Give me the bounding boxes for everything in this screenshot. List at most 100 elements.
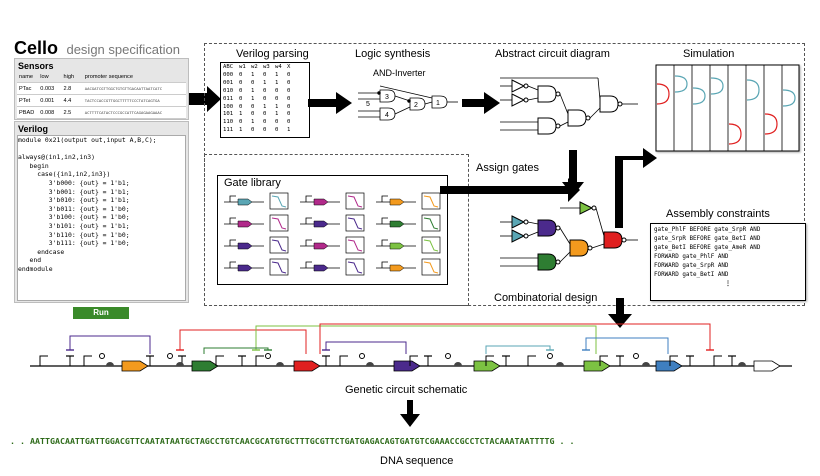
truth-table-cell: X xyxy=(287,64,291,70)
truth-table-cell: 1 xyxy=(275,103,279,110)
gate-library-title: Gate library xyxy=(224,177,281,189)
sensors-row[interactable]: PBAD 0.008 2.5 ACTTTTCATACTCCCGCCATTCAGAGAA… xyxy=(17,107,186,119)
dna-sequence: . . AATTGACAATTGATTGGACGTTCAATATAATGCTAG… xyxy=(10,436,575,446)
promoter xyxy=(39,355,48,366)
truth-table-cell: 1 xyxy=(275,111,279,118)
truth-table-cell: 0 xyxy=(263,95,267,102)
cello-title: Cello design specification xyxy=(14,38,180,59)
truth-table-cell: 0 xyxy=(263,111,267,118)
verilog-parsing-title: Verilog parsing xyxy=(236,48,309,60)
gate-library-entry xyxy=(224,236,289,254)
constraint-line: FORWARD gate_SrpR AND xyxy=(654,263,729,269)
promoter xyxy=(215,355,224,366)
schematic-label: Genetic circuit schematic xyxy=(345,384,468,396)
truth-table-cell: 0 xyxy=(239,119,243,126)
constraint-line: FORWARD gate_PhlF AND xyxy=(654,254,729,260)
rbs xyxy=(276,362,284,366)
sensors-cell: 2.5 xyxy=(63,109,72,116)
constraint-line: gate_PhlF BEFORE gate_SrpR AND xyxy=(654,227,761,233)
arrow-assign-gates xyxy=(440,178,580,202)
logic-synthesis-subtitle: AND-Inverter xyxy=(373,68,426,78)
code-line: 3'b111: {out} = 1'b0; xyxy=(18,239,130,248)
cds-gene xyxy=(191,360,219,372)
app-title: Cello xyxy=(14,38,59,58)
insulator xyxy=(633,353,639,359)
gate-library-entry xyxy=(376,236,441,254)
truth-table-cell: 001 xyxy=(223,79,234,86)
code-line: 3'b110: {out} = 1'b0; xyxy=(18,230,130,239)
verilog-editor[interactable]: module 0x21(output out,input A,B,C); alw… xyxy=(17,135,186,301)
truth-table-cell: 111 xyxy=(223,127,234,134)
truth-table-cell: 0 xyxy=(251,111,255,118)
regulation-line xyxy=(585,337,669,354)
truth-table-cell: 1 xyxy=(251,87,255,94)
sensors-cell: PTet xyxy=(19,97,31,104)
truth-table-cell: 0 xyxy=(287,71,291,78)
gate-num-3: 3 xyxy=(385,94,389,101)
sensors-column-header: low xyxy=(40,74,49,80)
truth-table-cell: 1 xyxy=(239,111,243,118)
gate-num-2: 2 xyxy=(414,102,418,109)
truth-table-cell: 000 xyxy=(223,71,234,78)
sensors-cell: TACTCCACCGTTGGCTTTTTCCCTATCAGTGA xyxy=(84,98,160,103)
code-line: 3'b001: {out} = 1'b1; xyxy=(18,187,130,196)
truth-table-cell: w2 xyxy=(251,64,258,70)
truth-table-cell: w1 xyxy=(239,64,246,70)
rbs xyxy=(366,362,374,366)
gate-library-entry xyxy=(376,192,441,210)
promoter xyxy=(409,355,418,366)
insulator xyxy=(445,353,451,359)
truth-table-cell: 0 xyxy=(239,95,243,102)
arrow-down-assign xyxy=(562,150,584,196)
gate-library-entry xyxy=(300,214,365,232)
dna-label: DNA sequence xyxy=(380,455,454,467)
cds-gene xyxy=(393,360,421,372)
sensors-cell: 2.8 xyxy=(63,85,72,92)
sensors-cell: 0.008 xyxy=(40,109,55,116)
truth-table-cell: 0 xyxy=(263,119,267,126)
sensors-cell: PBAD xyxy=(19,109,35,116)
truth-table-cell: 100 xyxy=(223,103,234,110)
assign-gates-label: Assign gates xyxy=(476,162,539,174)
truth-table-cell: 0 xyxy=(239,79,243,86)
truth-table-cell: 0 xyxy=(239,87,243,94)
gate-library-entry xyxy=(300,192,365,210)
sensors-cell: ACTTTTCATACTCCCGCCATTCAGAGAAGAAAC xyxy=(84,110,163,115)
truth-table-cell: 1 xyxy=(263,79,267,86)
sensors-column-header: promoter sequence xyxy=(84,74,133,80)
rbs xyxy=(106,362,114,366)
regulation-line xyxy=(319,323,711,354)
insulator xyxy=(167,353,173,359)
truth-table-cell: 0 xyxy=(287,87,291,94)
cds-gene xyxy=(583,360,611,372)
promoter xyxy=(669,355,678,366)
code-line: endcase xyxy=(18,247,65,256)
run-button[interactable]: Run xyxy=(73,307,129,319)
code-line: module 0x21(output out,input A,B,C); xyxy=(18,136,157,144)
gate-library-entry xyxy=(224,214,289,232)
gate-library-entry xyxy=(300,236,365,254)
rbs xyxy=(642,362,650,366)
truth-table-cell: 101 xyxy=(223,111,234,118)
truth-table-cell: 0 xyxy=(287,111,291,118)
truth-table-cell: 011 xyxy=(223,95,234,102)
verilog-panel: Verilog module 0x21(output out,input A,B… xyxy=(14,121,189,303)
cds-gene xyxy=(655,360,683,372)
truth-table-cell: 1 xyxy=(275,71,279,78)
promoter xyxy=(599,355,608,366)
constraint-line: FORWARD gate_BetI AND xyxy=(654,272,729,278)
gate-num-4: 4 xyxy=(385,112,389,119)
gate-library-entry xyxy=(376,214,441,232)
gate-library-entry xyxy=(224,258,289,276)
regulation-line xyxy=(255,325,597,354)
truth-table-cell: 110 xyxy=(223,119,234,126)
truth-table-cell: 0 xyxy=(263,127,267,134)
